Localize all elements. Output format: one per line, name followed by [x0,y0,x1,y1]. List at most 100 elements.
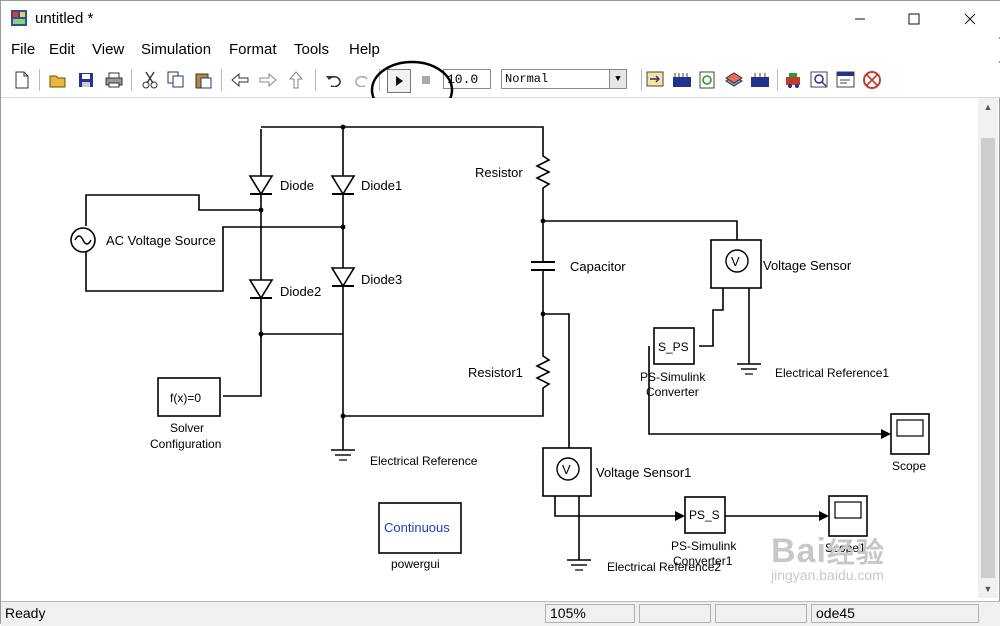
diode3-block[interactable]: Diode3 [330,258,402,298]
toolbar-separator [221,69,222,91]
ac-voltage-source-block[interactable]: AC Voltage Source [70,200,216,258]
electrical-reference2-block[interactable]: Electrical Reference2 [567,550,721,574]
junction-dot [340,224,346,230]
debug-button[interactable] [749,69,771,91]
signal-button[interactable] [835,69,857,91]
build-button[interactable] [671,69,693,91]
start-simulation-button[interactable] [387,69,411,93]
diode-block[interactable]: Diode [248,158,314,204]
toolbar-separator [641,69,642,91]
scope1-block[interactable]: Scope1 [819,495,868,555]
ps-simulink-converter1-block[interactable]: PS_S PS-Simulink Converter1 [671,496,737,568]
powergui-label: powergui [391,557,440,571]
solver-label-line1: Solver [170,421,204,435]
voltage-sensor1-block[interactable]: V Voltage Sensor1 [542,447,691,497]
menu-view[interactable]: View [92,41,125,58]
model-canvas[interactable]: Diode Diode1 Diode2 Diode3 [3,98,978,598]
undo-button[interactable] [323,69,345,91]
scrollbar-thumb[interactable] [981,138,995,578]
diode1-label: Diode1 [361,178,402,193]
copy-button[interactable] [165,69,187,91]
stop-simulation-icon [422,76,430,84]
forward-button[interactable] [257,69,279,91]
menu-format[interactable]: Format [229,41,277,58]
open-button[interactable] [47,69,69,91]
diode-label: Diode [280,178,314,193]
forward-icon [259,73,277,87]
ps-simulink-label: PS-Simulink [640,370,706,384]
wire [261,126,544,150]
menu-help[interactable]: Help [349,41,380,58]
menu-edit[interactable]: Edit [49,41,75,58]
stop-simulation-button[interactable] [415,69,437,91]
junction-dot [340,124,346,130]
simulation-mode-select[interactable]: Normal ▼ [501,69,627,89]
voltage-sensor-label: Voltage Sensor [763,258,852,273]
toolbar-separator [777,69,778,91]
elec-ref-label: Electrical Reference [370,454,478,468]
watermark-brand: Bai [771,532,827,570]
model-advisor-icon [810,71,828,88]
powergui-block[interactable]: Continuous powergui [378,502,462,571]
simulink-app-icon [11,10,27,26]
voltage-sensor1-label: Voltage Sensor1 [596,465,691,480]
status-bar: Ready 105% ode45 [1,601,1000,626]
elec-ref2-label: Electrical Reference2 [607,560,721,574]
menu-simulation[interactable]: Simulation [141,41,212,58]
stop-time-field[interactable]: 10.0 [443,69,491,89]
new-button[interactable] [11,69,33,91]
wire [85,194,261,211]
vertical-scrollbar[interactable]: ▲ ▼ [978,98,998,598]
powergui-mode: Continuous [384,520,450,535]
close-button[interactable] [947,1,993,37]
refresh-button[interactable] [697,69,719,91]
toolbar-separator [39,69,40,91]
update-diagram-button[interactable] [645,69,667,91]
maximize-button[interactable] [891,1,937,37]
up-button[interactable] [285,69,307,91]
resistor-block[interactable]: Resistor [475,150,551,192]
paste-button[interactable] [193,69,215,91]
diode2-block[interactable]: Diode2 [248,258,321,308]
voltage-sensor-block[interactable]: V Voltage Sensor [710,239,852,289]
configuration-button[interactable] [861,69,883,91]
sps-tag: S_PS [658,340,689,354]
redo-icon [355,75,368,87]
chevron-down-icon[interactable]: ▼ [609,70,626,88]
scroll-down-icon[interactable]: ▼ [983,584,993,594]
new-icon [15,71,29,89]
model-advisor-button[interactable] [809,69,831,91]
undo-icon [326,75,341,87]
converter1-label: Converter1 [673,554,733,568]
wire [543,220,738,240]
model-explorer-button[interactable] [783,69,805,91]
ps-simulink-converter-block[interactable]: S_PS PS-Simulink Converter [640,327,706,399]
voltage-sensor-glyph: V [731,254,740,269]
electrical-reference-block[interactable]: Electrical Reference [331,438,478,468]
diode1-block[interactable]: Diode1 [330,160,402,204]
build-icon [673,73,691,87]
redo-button[interactable] [351,69,373,91]
open-icon [49,75,66,88]
capacitor-block[interactable]: Capacitor [531,256,626,286]
wire [85,226,343,292]
electrical-reference1-block[interactable]: Electrical Reference1 [737,348,889,380]
scope-block[interactable]: Scope [881,413,930,473]
scroll-up-icon[interactable]: ▲ [983,102,993,112]
print-button[interactable] [103,69,125,91]
window-title: untitled * [35,10,94,27]
solver-label-line2: Configuration [150,437,221,451]
back-button[interactable] [229,69,251,91]
library-button[interactable] [723,69,745,91]
cut-button[interactable] [139,69,161,91]
up-icon [289,71,303,89]
menu-file[interactable]: File [11,41,36,58]
resistor1-block[interactable]: Resistor1 [468,350,551,390]
elec-ref1-label: Electrical Reference1 [775,366,889,380]
save-button[interactable] [75,69,97,91]
status-cell-empty [715,604,807,623]
solver-configuration-block[interactable]: f(x)=0 Solver Configuration [150,377,221,451]
minimize-button[interactable] [837,1,883,37]
menu-tools[interactable]: Tools [294,41,330,58]
